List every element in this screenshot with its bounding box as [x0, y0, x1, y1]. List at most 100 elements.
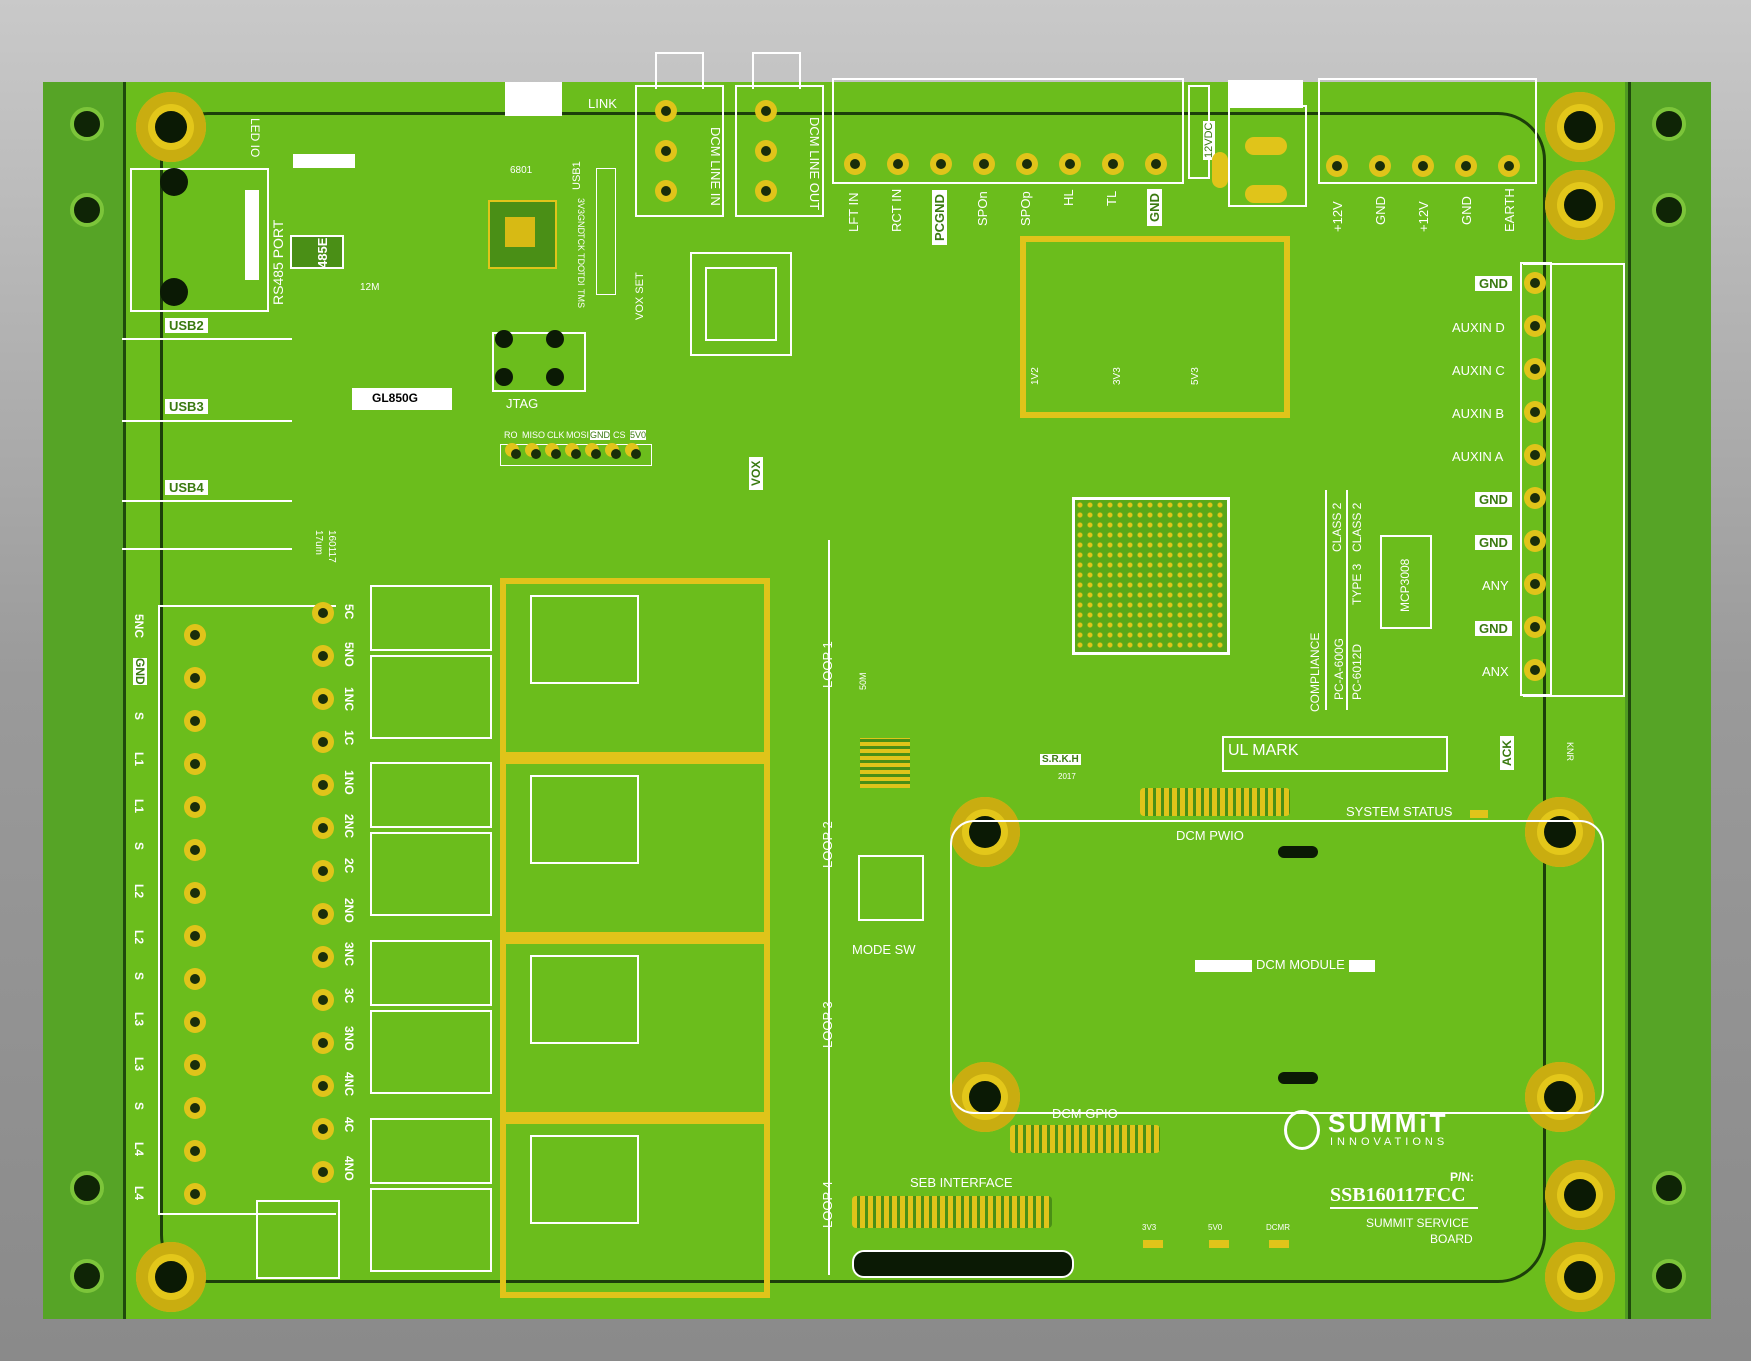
terminal-pin	[1102, 153, 1124, 175]
jack-pad	[655, 180, 677, 202]
spi-pin-label: MISO	[522, 430, 546, 440]
ack-label: ACK	[1500, 736, 1514, 770]
terminal-label: +12V	[1330, 201, 1345, 232]
relay-label: 1C	[342, 730, 356, 746]
loop-divider	[828, 540, 830, 1275]
led-io-label: LED IO	[248, 118, 262, 158]
vox-set-label: VOX SET	[634, 272, 646, 320]
485-chip-label: 485E	[315, 237, 330, 268]
loop-transformer	[530, 595, 639, 684]
right-breakaway-rail	[1628, 82, 1711, 1319]
terminal-label: SPOn	[975, 191, 990, 226]
field-terminal-strip[interactable]	[158, 605, 336, 1215]
header-pin	[525, 443, 541, 459]
terminal-left-label: L3	[132, 1012, 146, 1027]
header-pin	[585, 443, 601, 459]
rs485-connector[interactable]	[130, 168, 269, 312]
brand-top: SUMMiT	[1328, 1108, 1449, 1138]
terminal-block-audio-pins	[840, 150, 1170, 178]
aux-pin-label: AUXIN D	[1452, 320, 1505, 335]
terminal-label: HL	[1061, 189, 1076, 206]
relay-terminal-pad	[312, 1075, 334, 1097]
aux-input-header[interactable]	[1523, 263, 1625, 697]
relay-terminal-pad	[312, 989, 334, 1011]
terminal-pin	[1455, 155, 1477, 177]
terminal-label: SPOp	[1018, 191, 1033, 226]
compliance-type: TYPE 3	[1350, 563, 1364, 605]
aux-pin-label: GND	[1475, 535, 1512, 550]
aux-header-pins	[1520, 262, 1552, 696]
power-led	[1143, 1240, 1163, 1248]
terminal-pin	[1498, 155, 1520, 177]
header-pin	[1524, 659, 1546, 681]
dcm-gpio-connector[interactable]	[1010, 1125, 1160, 1153]
power-jack-pad	[1212, 152, 1228, 188]
dcm-gpio-label: DCM GPIO	[1052, 1106, 1118, 1121]
part-number-label: P/N:	[1450, 1170, 1474, 1184]
terminal-label: +12V	[1416, 201, 1431, 232]
tooling-hole	[1652, 1171, 1686, 1205]
terminal-screw	[184, 882, 206, 904]
relay-label: 2NC	[342, 814, 356, 839]
relay-block	[370, 655, 492, 739]
slot-hole	[1278, 1072, 1318, 1084]
header-pin	[1524, 444, 1546, 466]
board-name-line1: SUMMIT SERVICE	[1366, 1216, 1469, 1230]
loop-transformer	[530, 775, 639, 864]
part-6801-label: 6801	[510, 165, 533, 176]
power-jack[interactable]	[1228, 105, 1307, 207]
adc-chip	[1380, 535, 1432, 629]
terminal-block-audio[interactable]	[832, 78, 1184, 184]
terminal-pin	[1016, 153, 1038, 175]
spi-pin-label: GND	[590, 430, 610, 440]
line-in-jack[interactable]	[635, 85, 724, 217]
mounting-hole	[136, 92, 206, 162]
srkh-year: 2017	[1058, 772, 1076, 781]
header-pin	[1524, 573, 1546, 595]
transformer	[690, 252, 792, 356]
relay-label: 2C	[342, 858, 356, 874]
ic-thermal-pad	[505, 217, 535, 247]
jtag-hole	[546, 330, 564, 348]
terminal-left-label: S	[132, 1102, 146, 1111]
terminal-screw	[184, 839, 206, 861]
terminal-pin	[844, 153, 866, 175]
mode-switch[interactable]	[858, 855, 924, 921]
loop-transformer	[530, 955, 639, 1044]
compliance-title: COMPLIANCE	[1308, 632, 1322, 712]
tooling-hole	[1652, 107, 1686, 141]
terminal-pin	[1369, 155, 1391, 177]
terminal-screw	[184, 796, 206, 818]
terminal-left-label: S	[132, 972, 146, 981]
jtag-pin-header[interactable]	[596, 168, 616, 295]
terminal-block-power[interactable]	[1318, 78, 1537, 184]
knr-label: KNR	[1565, 742, 1575, 762]
terminal-label: LFT IN	[846, 192, 861, 233]
terminal-left-label: 5NC	[132, 614, 146, 639]
tooling-hole	[1652, 193, 1686, 227]
relay-terminal-pad	[312, 817, 334, 839]
jtag-connector[interactable]	[492, 332, 586, 392]
terminal-label: GND	[1459, 196, 1474, 225]
mounting-hole	[1545, 1242, 1615, 1312]
header-pin	[505, 443, 521, 459]
line-out-jack[interactable]	[735, 85, 824, 217]
mounting-hole	[950, 1062, 1020, 1132]
relay-block	[370, 762, 492, 828]
mounting-hole	[1545, 170, 1615, 240]
loop-module-3	[500, 938, 770, 1118]
srkh-label: S.R.K.H	[1040, 754, 1081, 765]
date-code-label: 160117	[326, 530, 337, 563]
reg-label: 5V3	[1190, 367, 1201, 385]
relay-block	[370, 1118, 492, 1184]
jtag-pin-label: TCK	[576, 233, 586, 251]
terminal-label: GND	[1373, 196, 1388, 225]
seb-interface-connector[interactable]	[852, 1196, 1052, 1228]
relay-block	[370, 940, 492, 1006]
terminal-left-label-column: 5NC GND S L1 L1 S L2 L2 S L3 L3 S L4 L4	[132, 612, 150, 1212]
terminal-pin	[973, 153, 995, 175]
dcm-pwio-connector[interactable]	[1140, 788, 1290, 816]
relay-block	[370, 832, 492, 916]
rs485-label: RS485 PORT	[270, 219, 286, 305]
usb-outline	[122, 338, 292, 340]
